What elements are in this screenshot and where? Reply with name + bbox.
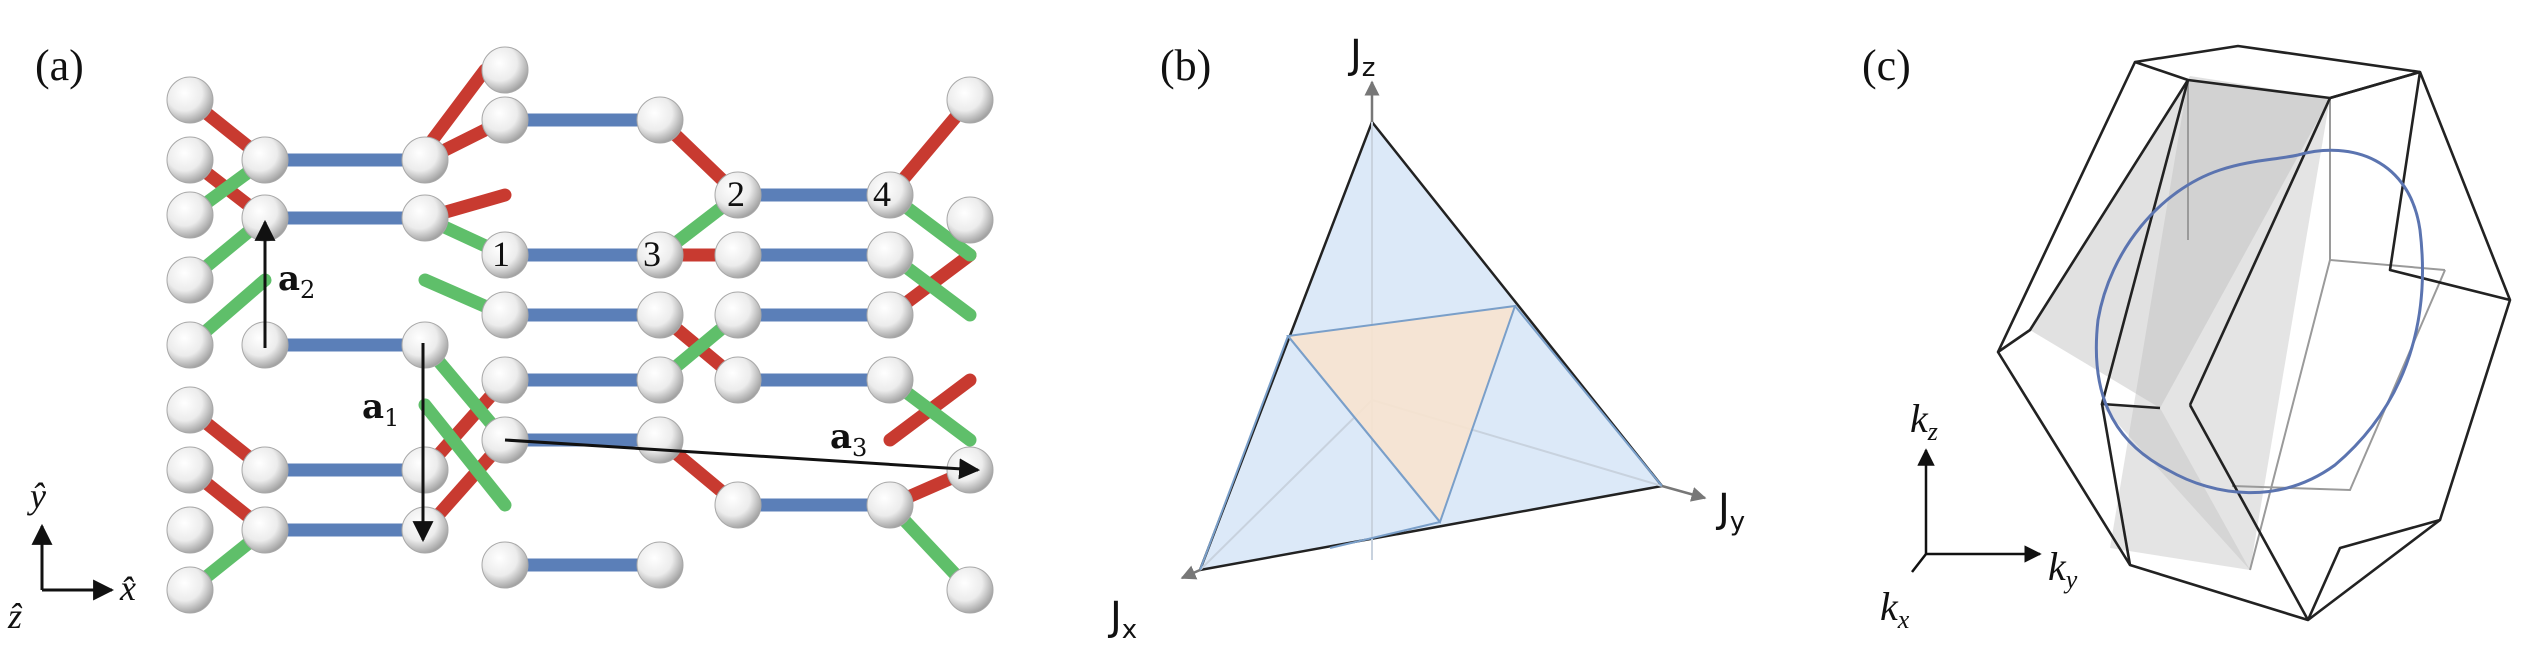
lattice-site [401, 446, 449, 494]
lattice-site [166, 321, 214, 369]
lattice-site [401, 136, 449, 184]
lattice-site [714, 171, 762, 219]
region-boundary [1514, 305, 1663, 487]
lattice-site [946, 196, 994, 244]
jy-arrow [1661, 484, 1707, 502]
panel-b-label: (b) [1160, 41, 1211, 90]
lattice-site [481, 291, 529, 339]
lattice-site [866, 481, 914, 529]
kz-label: kz [1910, 396, 1938, 446]
site-label-1: 1 [492, 234, 510, 274]
lattice-site [166, 76, 214, 124]
fermi-contour [2094, 148, 2424, 495]
lattice-site [241, 506, 289, 554]
lattice-site [636, 416, 684, 464]
lattice-site [636, 96, 684, 144]
lattice-site [401, 194, 449, 242]
lattice-site [714, 291, 762, 339]
plane-face-left [2030, 76, 2330, 408]
lattice-site [166, 386, 214, 434]
axis-y-label: ŷ [27, 476, 46, 516]
lattice-site [636, 541, 684, 589]
lattice-site [166, 446, 214, 494]
lattice-site [714, 481, 762, 529]
axis-z-label: ẑ [7, 596, 23, 636]
panel-a: (a) 1 2 3 4 a2 a1 a3 ŷ x̂ ẑ [7, 41, 994, 636]
jx-label: Jx [1107, 594, 1137, 645]
kx-axis [1911, 553, 1927, 573]
lattice-site [866, 291, 914, 339]
lattice-site [481, 46, 529, 94]
lattice-site [166, 136, 214, 184]
lattice-site [166, 256, 214, 304]
kx-label: kx [1880, 584, 1910, 634]
lattice-site [866, 171, 914, 219]
lattice-site [481, 541, 529, 589]
axis-x-label: x̂ [119, 568, 136, 608]
lattice-site [636, 291, 684, 339]
lattice-site [166, 566, 214, 614]
ky-label: ky [2048, 544, 2078, 594]
lattice-site [241, 136, 289, 184]
panel-c: (c) kz k [1862, 41, 2512, 634]
lattice-bonds [183, 63, 977, 597]
y-bond [418, 63, 492, 157]
panel-a-label: (a) [35, 41, 84, 90]
axis-x-line [1199, 399, 1373, 571]
site-label-4: 4 [873, 174, 891, 214]
vector-a3-label: a3 [830, 417, 867, 462]
jz-label: Jz [1347, 32, 1375, 83]
lattice-site [481, 231, 529, 279]
lattice-site [946, 566, 994, 614]
vector-a2-label: a2 [278, 259, 315, 304]
lattice-site [401, 506, 449, 554]
lattice-site [481, 356, 529, 404]
panel-b: (b) Jz Jx Jy [1107, 32, 1745, 645]
region-boundary [1287, 335, 1441, 523]
jx-arrow [1180, 565, 1201, 580]
site-label-2: 2 [727, 174, 745, 214]
vector-a1-label: a1 [362, 387, 399, 432]
lattice-site [636, 231, 684, 279]
plane-face-back [2110, 80, 2330, 570]
plane-face-lower [2100, 404, 2250, 570]
lattice-site [401, 321, 449, 369]
lattice-site [714, 356, 762, 404]
jy-label: Jy [1715, 486, 1745, 537]
lattice-site [481, 96, 529, 144]
lattice-site [241, 446, 289, 494]
lattice-site [714, 231, 762, 279]
panel-c-label: (c) [1862, 41, 1911, 90]
lattice-site [866, 356, 914, 404]
lattice-site [166, 191, 214, 239]
site-label-3: 3 [643, 234, 661, 274]
lattice-site [166, 506, 214, 554]
vector-a3-arrow [504, 438, 981, 480]
lattice-site [866, 231, 914, 279]
lattice-sites [166, 46, 994, 614]
lattice-site [946, 76, 994, 124]
region-boundary [1199, 335, 1289, 571]
bz-front-edges [1996, 44, 2512, 622]
region-boundary [1329, 521, 1441, 549]
z-bond [418, 398, 512, 512]
lattice-site [636, 356, 684, 404]
